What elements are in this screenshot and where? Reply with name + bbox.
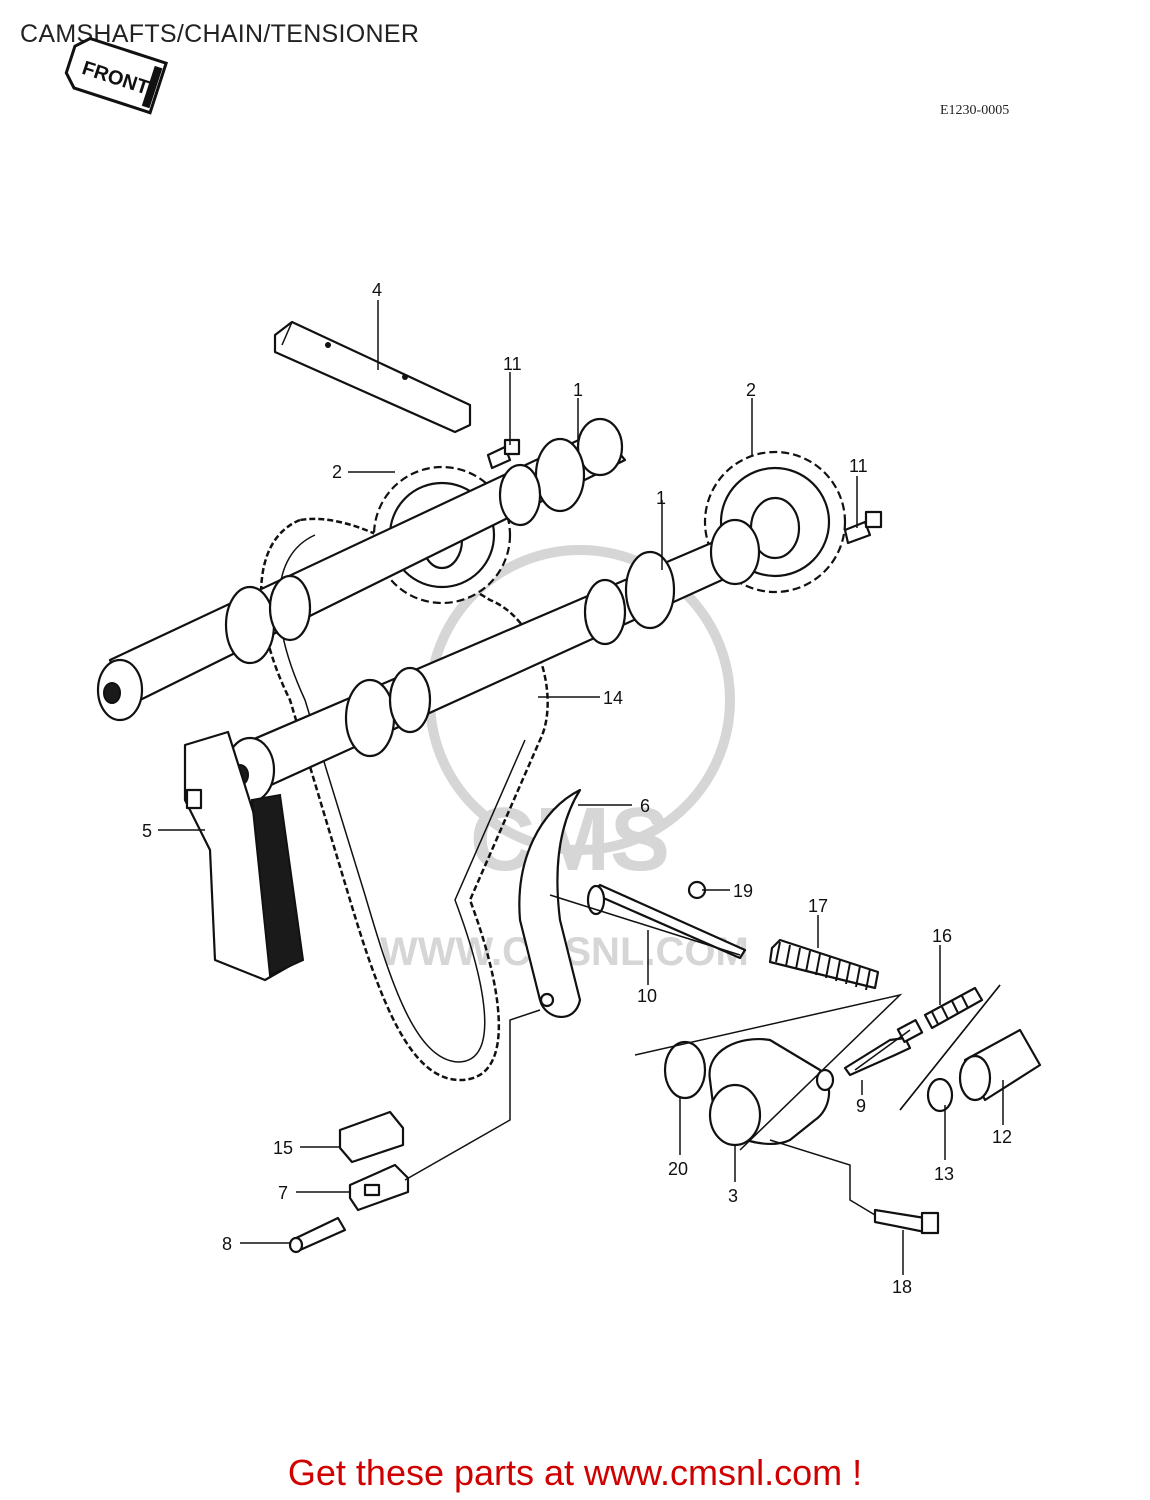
chain-tensioner-guide [518, 788, 582, 1018]
sprocket-bolt-left [486, 438, 521, 470]
leader-lines [158, 300, 1004, 1275]
callout-9: 9 [856, 1096, 866, 1116]
callout-7: 7 [278, 1183, 288, 1203]
callout-5: 5 [142, 821, 152, 841]
tensioner-pushrod [586, 883, 747, 960]
callout-15: 15 [273, 1138, 293, 1158]
callout-18: 18 [892, 1277, 912, 1297]
assembly-guide-lines [404, 894, 1001, 1216]
camshaft-intake [96, 417, 627, 722]
diagram-code: E1230-0005 [940, 103, 1010, 118]
callout-17: 17 [808, 896, 828, 916]
callout-11a: 11 [503, 354, 522, 374]
chain-guide-front [183, 730, 305, 982]
callout-1b: 1 [656, 488, 666, 508]
tensioner-plunger [843, 1019, 924, 1077]
tensioner-spring [768, 938, 880, 991]
o-ring [663, 1040, 707, 1100]
callout-2a: 2 [332, 462, 342, 482]
callout-10: 10 [637, 986, 657, 1006]
tensioner-cap [958, 1028, 1042, 1102]
buy-parts-link[interactable]: Get these parts at www.cmsnl.com ! [287, 1452, 863, 1493]
callout-14: 14 [603, 688, 623, 708]
callout-13: 13 [934, 1164, 954, 1184]
callout-8: 8 [222, 1234, 232, 1254]
callout-labels: 4 11 1 2 2 11 1 14 5 6 19 17 16 10 9 12 … [142, 280, 1012, 1297]
cap-washer [926, 1077, 954, 1113]
callout-6: 6 [640, 796, 650, 816]
guide-holder [348, 1163, 410, 1212]
chain-guide-top [273, 320, 472, 434]
callout-3: 3 [728, 1186, 738, 1206]
callout-1a: 1 [573, 380, 583, 400]
callout-16: 16 [932, 926, 952, 946]
callout-2b: 2 [746, 380, 756, 400]
callout-11b: 11 [849, 456, 868, 476]
front-arrow-icon: FRONT [64, 36, 169, 115]
sprocket-bolt-right [843, 510, 883, 545]
callout-20: 20 [668, 1159, 688, 1179]
plunger-spring [923, 986, 984, 1030]
exploded-parts-diagram: CMS WWW.CMSNL.COM FRONT [64, 36, 1042, 1297]
guide-pin [288, 1216, 347, 1254]
tensioner-body [708, 1037, 835, 1147]
tensioner-mount-bolt [873, 1208, 940, 1235]
guide-damper-block [338, 1110, 405, 1164]
callout-19: 19 [733, 881, 753, 901]
callout-4: 4 [372, 280, 382, 300]
callout-12: 12 [992, 1127, 1012, 1147]
